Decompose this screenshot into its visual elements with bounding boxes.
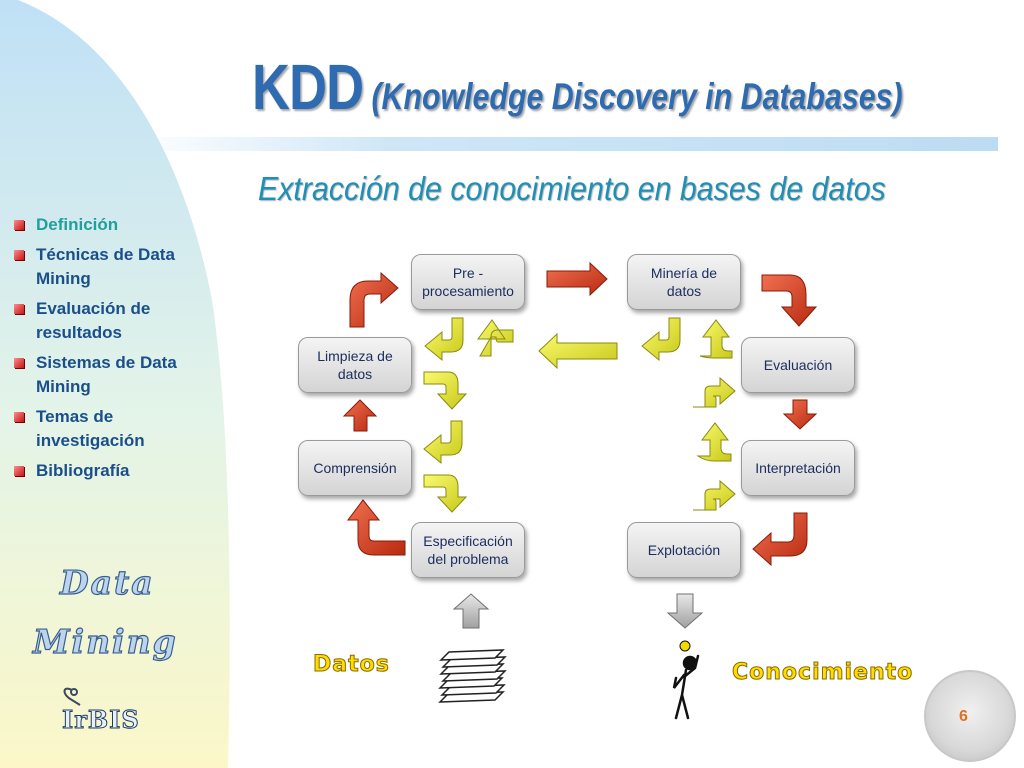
bullet-icon — [14, 412, 24, 422]
bullet-icon — [14, 304, 24, 314]
nav-item-label: Sistemas de Data Mining — [36, 353, 177, 396]
arrow-interp-to-explot-icon — [752, 512, 808, 567]
title-main: KDD — [252, 51, 364, 123]
label-datos: Datos — [313, 652, 390, 678]
page-number: 6 — [959, 708, 968, 725]
yellow-arrow-2-icon — [477, 319, 514, 357]
yellow-arrow-4-icon — [423, 420, 463, 465]
arrow-comprension-to-limpieza-icon — [342, 399, 378, 432]
nav-item-label: Evaluación de resultados — [36, 299, 151, 342]
ibis-logo-icon — [63, 687, 81, 706]
title-rule — [130, 137, 998, 151]
nav-item-label: Técnicas de Data Mining — [36, 245, 175, 288]
arrow-pre-to-mineria-icon — [546, 261, 608, 297]
sidebar-nav: Definición Técnicas de Data Mining Evalu… — [12, 213, 212, 489]
node-especificacion[interactable]: Especificación del problema — [411, 522, 525, 578]
ibis-logo: IrBIS — [62, 705, 140, 735]
bullet-icon — [14, 220, 24, 230]
arrow-evaluacion-to-interp-icon — [782, 399, 818, 430]
nav-item-evaluacion[interactable]: Evaluación de resultados — [12, 297, 212, 345]
nav-item-sistemas[interactable]: Sistemas de Data Mining — [12, 351, 212, 399]
nav-item-label: Definición — [36, 215, 119, 234]
nav-item-bibliografia[interactable]: Bibliografía — [12, 459, 212, 483]
label-conocimiento: Conocimiento — [731, 660, 914, 686]
node-limpieza[interactable]: Limpieza de datos — [298, 337, 412, 393]
arrow-data-in-icon — [452, 593, 490, 629]
bullet-icon — [14, 466, 24, 476]
page-title: KDD(Knowledge Discovery in Databases) — [252, 50, 903, 124]
yellow-arrow-3-icon — [423, 371, 468, 410]
person-idea-icon — [672, 640, 700, 720]
arrow-especif-to-comprension-icon — [347, 499, 406, 556]
node-preprocesamiento[interactable]: Pre - procesamiento — [411, 254, 525, 310]
node-evaluacion[interactable]: Evaluación — [741, 337, 855, 393]
arrow-mineria-to-evaluacion-icon — [761, 274, 818, 327]
yellow-arrow-6-icon — [641, 317, 681, 362]
nav-item-temas[interactable]: Temas de investigación — [12, 405, 212, 453]
page-subtitle: Extracción de conocimiento en bases de d… — [258, 170, 886, 207]
yellow-arrow-7-icon — [699, 319, 733, 359]
nav-item-label: Bibliografía — [36, 461, 130, 480]
yellow-arrow-10-icon — [693, 479, 736, 511]
wordmark-mining: Mining — [32, 621, 178, 661]
yellow-arrow-8-icon — [693, 376, 736, 408]
yellow-arrow-5-icon — [423, 474, 468, 513]
bullet-icon — [14, 250, 24, 260]
yellow-arrow-9-icon — [696, 422, 732, 462]
wordmark-data: Data — [59, 562, 155, 602]
arrow-knowledge-out-icon — [666, 593, 704, 629]
university-seal-icon — [924, 670, 1016, 762]
nav-item-definicion[interactable]: Definición — [12, 213, 212, 237]
bullet-icon — [14, 358, 24, 368]
node-mineria[interactable]: Minería de datos — [627, 254, 741, 310]
nav-item-tecnicas[interactable]: Técnicas de Data Mining — [12, 243, 212, 291]
documents-stack-icon — [438, 649, 507, 703]
arrow-limpieza-to-pre-icon — [349, 271, 399, 328]
node-explotacion[interactable]: Explotación — [627, 522, 741, 578]
arrow-feedback-left-icon — [538, 332, 618, 370]
node-comprension[interactable]: Comprensión — [298, 440, 412, 496]
yellow-arrow-1-icon — [424, 317, 464, 362]
title-paren: (Knowledge Discovery in Databases) — [371, 76, 903, 117]
node-interpretacion[interactable]: Interpretación — [741, 440, 855, 496]
nav-item-label: Temas de investigación — [36, 407, 145, 450]
